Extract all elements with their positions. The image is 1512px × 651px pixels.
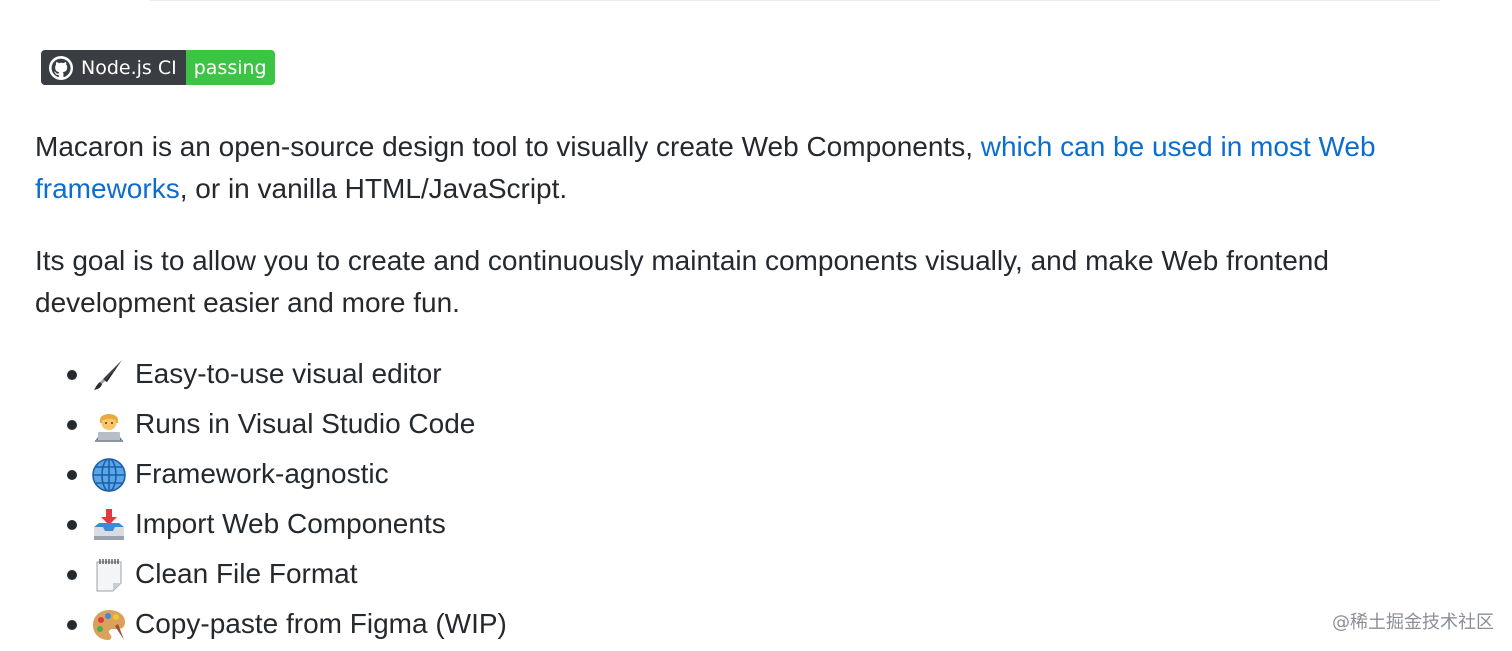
inbox-tray-icon bbox=[94, 509, 124, 540]
badge-status: passing bbox=[185, 50, 275, 85]
goal-paragraph: Its goal is to allow you to create and c… bbox=[35, 245, 1329, 318]
bullet-icon bbox=[67, 420, 77, 430]
badge-label-section: Node.js CI bbox=[41, 50, 186, 85]
bullet-icon bbox=[67, 620, 77, 630]
intro-paragraph: Macaron is an open-source design tool to… bbox=[35, 126, 1455, 210]
artist-palette-icon bbox=[93, 610, 125, 640]
web-frameworks-link[interactable]: which can be used in most Web frameworks bbox=[35, 131, 1376, 204]
feature-label: Import Web Components bbox=[135, 508, 446, 539]
list-item: Copy-paste from Figma (WIP) bbox=[0, 599, 600, 649]
ci-status-badge[interactable]: Node.js CI passing bbox=[41, 50, 275, 85]
top-divider bbox=[150, 0, 1440, 1]
bullet-icon bbox=[67, 570, 77, 580]
badge-label: Node.js CI bbox=[81, 56, 177, 79]
bullet-icon bbox=[67, 520, 77, 530]
list-item: Clean File Format bbox=[0, 549, 600, 599]
feature-label: Clean File Format bbox=[135, 558, 358, 589]
feature-label: Easy-to-use visual editor bbox=[135, 358, 442, 389]
intro-text-start: Macaron is an open-source design tool to… bbox=[35, 131, 981, 162]
list-item: Import Web Components bbox=[0, 499, 600, 549]
list-item: Runs in Visual Studio Code bbox=[0, 399, 600, 449]
technologist-icon bbox=[95, 414, 123, 442]
feature-label: Copy-paste from Figma (WIP) bbox=[135, 608, 507, 639]
intro-text-end: , or in vanilla HTML/JavaScript. bbox=[179, 173, 568, 204]
paintbrush-icon bbox=[94, 360, 122, 390]
feature-label: Framework-agnostic bbox=[135, 458, 389, 489]
notepad-icon bbox=[96, 559, 122, 592]
bullet-icon bbox=[67, 470, 77, 480]
bullet-icon bbox=[67, 370, 77, 380]
list-item: Framework-agnostic bbox=[0, 449, 600, 499]
list-item: Easy-to-use visual editor bbox=[0, 349, 600, 399]
watermark: @稀土掘金技术社区 bbox=[1332, 612, 1494, 633]
feature-list: Easy-to-use visual editor Runs in Visual… bbox=[0, 349, 600, 649]
globe-icon bbox=[92, 458, 126, 492]
feature-label: Runs in Visual Studio Code bbox=[135, 408, 476, 439]
github-icon bbox=[48, 55, 74, 80]
